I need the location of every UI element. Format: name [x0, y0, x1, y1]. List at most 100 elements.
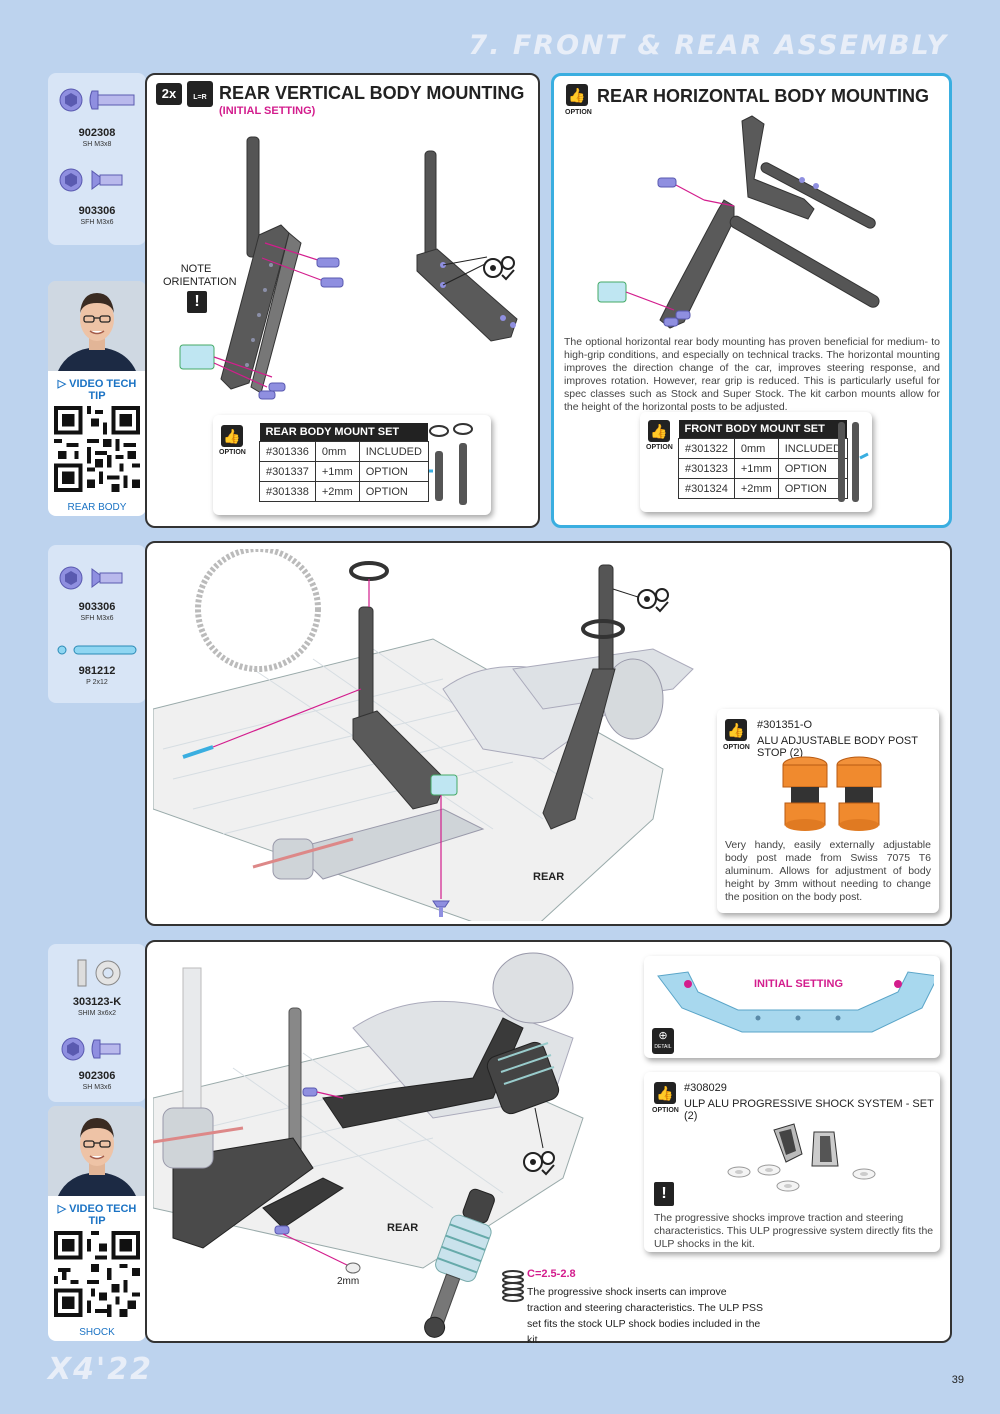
body-mount-parts-icon — [429, 423, 473, 505]
tip-title: SHOCK SHIMMING TUTORIAL — [71, 1327, 122, 1341]
part-desc: SHIM 3x6x2 — [77, 1010, 117, 1017]
thumbs-up-icon: 👍 — [725, 719, 747, 741]
thumbs-up-icon: 👍 — [654, 1082, 676, 1104]
panel-title: REAR VERTICAL BODY MOUNTING — [219, 83, 525, 103]
parts-box-2: 903306 SFH M3x6 981212 P 2x12 — [48, 545, 146, 703]
spring-description: The progressive shock inserts can improv… — [527, 1286, 763, 1346]
chapter-title: 7. FRONT & REAR ASSEMBLY — [468, 30, 948, 61]
panel-body-post-installation: REAR 👍 OPTION #301351-O ALU ADJUSTABLE B… — [145, 541, 952, 926]
part-code: 981212 — [78, 665, 116, 677]
body-post-stop-callout: 👍 OPTION #301351-O ALU ADJUSTABLE BODY P… — [717, 709, 939, 913]
initial-setting-label: INITIAL SETTING — [754, 978, 844, 990]
thumbs-up-icon: 👍 — [648, 420, 670, 442]
brand-logo: X4'22 — [48, 1352, 153, 1387]
spring-rate-label: C=2.5-2.8 — [527, 1268, 576, 1280]
set-title: REAR BODY MOUNT SET — [259, 423, 429, 442]
shock-tower-diagram — [657, 971, 934, 1033]
part-desc: SH M3x6 — [82, 1084, 112, 1091]
initial-setting-callout: INITIAL SETTING ⊕ DETAIL — [644, 956, 940, 1058]
option-label: OPTION — [219, 449, 246, 456]
part-code: 903306 — [78, 601, 116, 613]
post-stop-description: Very handy, easily externally adjustable… — [725, 839, 931, 903]
option-label: OPTION — [646, 444, 673, 451]
part-desc: P 2x12 — [86, 679, 108, 686]
part-code: 902308 — [78, 127, 116, 139]
panel-title: REAR HORIZONTAL BODY MOUNTING — [597, 86, 929, 106]
magnifier-icon: ⊕ — [658, 1030, 668, 1042]
alu-post-stop-image — [782, 756, 882, 831]
pin-icon — [57, 645, 137, 655]
video-tech-tip-2[interactable]: ▷ VIDEO TECH TIP SHOCK SHIMMING TUTORIAL — [48, 1106, 146, 1341]
parts-box-3: 303123-K SHIM 3x6x2 902306 SH M3x6 — [48, 944, 146, 1102]
option-label: OPTION — [565, 109, 592, 116]
part-code: #301351-O — [757, 719, 813, 731]
panel-rear-vertical-body-mounting: 2x L=R REAR VERTICAL BODY MOUNTING (INIT… — [145, 73, 540, 528]
ulp-description: The progressive shocks improve traction … — [654, 1212, 934, 1250]
part-name: ULP ALU PROGRESSIVE SHOCK SYSTEM - SET (… — [684, 1098, 934, 1122]
video-tip-label[interactable]: ▷ VIDEO TECH TIP — [57, 1203, 137, 1227]
warning-icon: ! — [654, 1182, 674, 1206]
video-tip-label[interactable]: ▷ VIDEO TECH TIP — [57, 378, 137, 402]
option-label: OPTION — [723, 744, 750, 751]
avatar — [48, 1106, 146, 1196]
part-desc: SFH M3x6 — [80, 615, 114, 622]
shim-thickness-label: 2mm — [337, 1276, 360, 1287]
tip-title: REAR BODY POST MOUNTING — [67, 502, 127, 516]
progressive-shock-parts-image — [727, 1123, 876, 1192]
part-code: 902306 — [78, 1070, 116, 1082]
adjust-wrench-icon — [637, 588, 669, 613]
option-label: OPTION — [652, 1107, 679, 1114]
qr-code-icon[interactable] — [54, 406, 140, 492]
vertical-mount-illustration — [179, 136, 518, 400]
avatar — [48, 281, 146, 371]
thumbs-up-icon: 👍 — [221, 425, 243, 447]
note-orientation-label: NOTE ORIENTATION — [163, 263, 237, 288]
button-head-screw-icon — [61, 1037, 121, 1061]
part-name: ALU ADJUSTABLE BODY POST STOP (2) — [757, 735, 918, 759]
progressive-spring-icon — [502, 1270, 524, 1302]
warning-icon: ! — [187, 291, 207, 313]
parts-box-1: 902308 SH M3x8 903306 SFH M3x6 — [48, 73, 146, 245]
shim-icon — [77, 959, 121, 987]
front-mount-parts-icon — [838, 422, 869, 502]
rear-direction-label: REAR — [387, 1222, 419, 1234]
panel-subtitle: (INITIAL SETTING) — [219, 105, 316, 117]
part-desc: SH M3x8 — [82, 141, 112, 148]
ulp-shock-system-callout: 👍 OPTION #308029 ULP ALU PROGRESSIVE SHO… — [644, 1072, 940, 1252]
flat-head-screw-icon — [59, 566, 123, 590]
quantity-badge: 2x — [156, 83, 182, 105]
shock-assembly-illustration — [153, 952, 584, 1338]
rear-direction-label: REAR — [533, 871, 565, 883]
adjust-wrench-icon — [523, 1151, 555, 1176]
part-desc: SFH M3x6 — [80, 219, 114, 226]
play-icon: ▷ — [57, 378, 67, 390]
part-code: #308029 — [684, 1082, 727, 1094]
play-icon: ▷ — [57, 1203, 67, 1215]
flat-head-screw-icon — [59, 168, 123, 192]
video-tech-tip-1[interactable]: ▷ VIDEO TECH TIP REAR BODY POST MOUNTING — [48, 281, 146, 516]
button-head-screw-icon — [59, 88, 135, 112]
qr-code-icon[interactable] — [54, 1231, 140, 1317]
panel-rear-horizontal-body-mounting: 👍 OPTION REAR HORIZONTAL BODY MOUNTING T… — [551, 73, 952, 528]
lr-badge: L=R — [187, 81, 213, 107]
adjust-wrench-icon — [483, 256, 515, 281]
part-code: 303123-K — [72, 996, 122, 1008]
horizontal-mount-description: The optional horizontal rear body mounti… — [564, 336, 940, 413]
page-number: 39 — [951, 1374, 964, 1386]
horizontal-mount-illustration — [597, 115, 880, 329]
set-title: FRONT BODY MOUNT SET — [678, 420, 848, 439]
panel-shock-assembly: REAR 2mm C=2.5-2.8 The progressive shock… — [145, 940, 952, 1346]
part-code: 903306 — [78, 205, 116, 217]
detail-icon: ⊕ DETAIL — [652, 1028, 674, 1054]
thumbs-up-icon: 👍 — [566, 84, 588, 106]
